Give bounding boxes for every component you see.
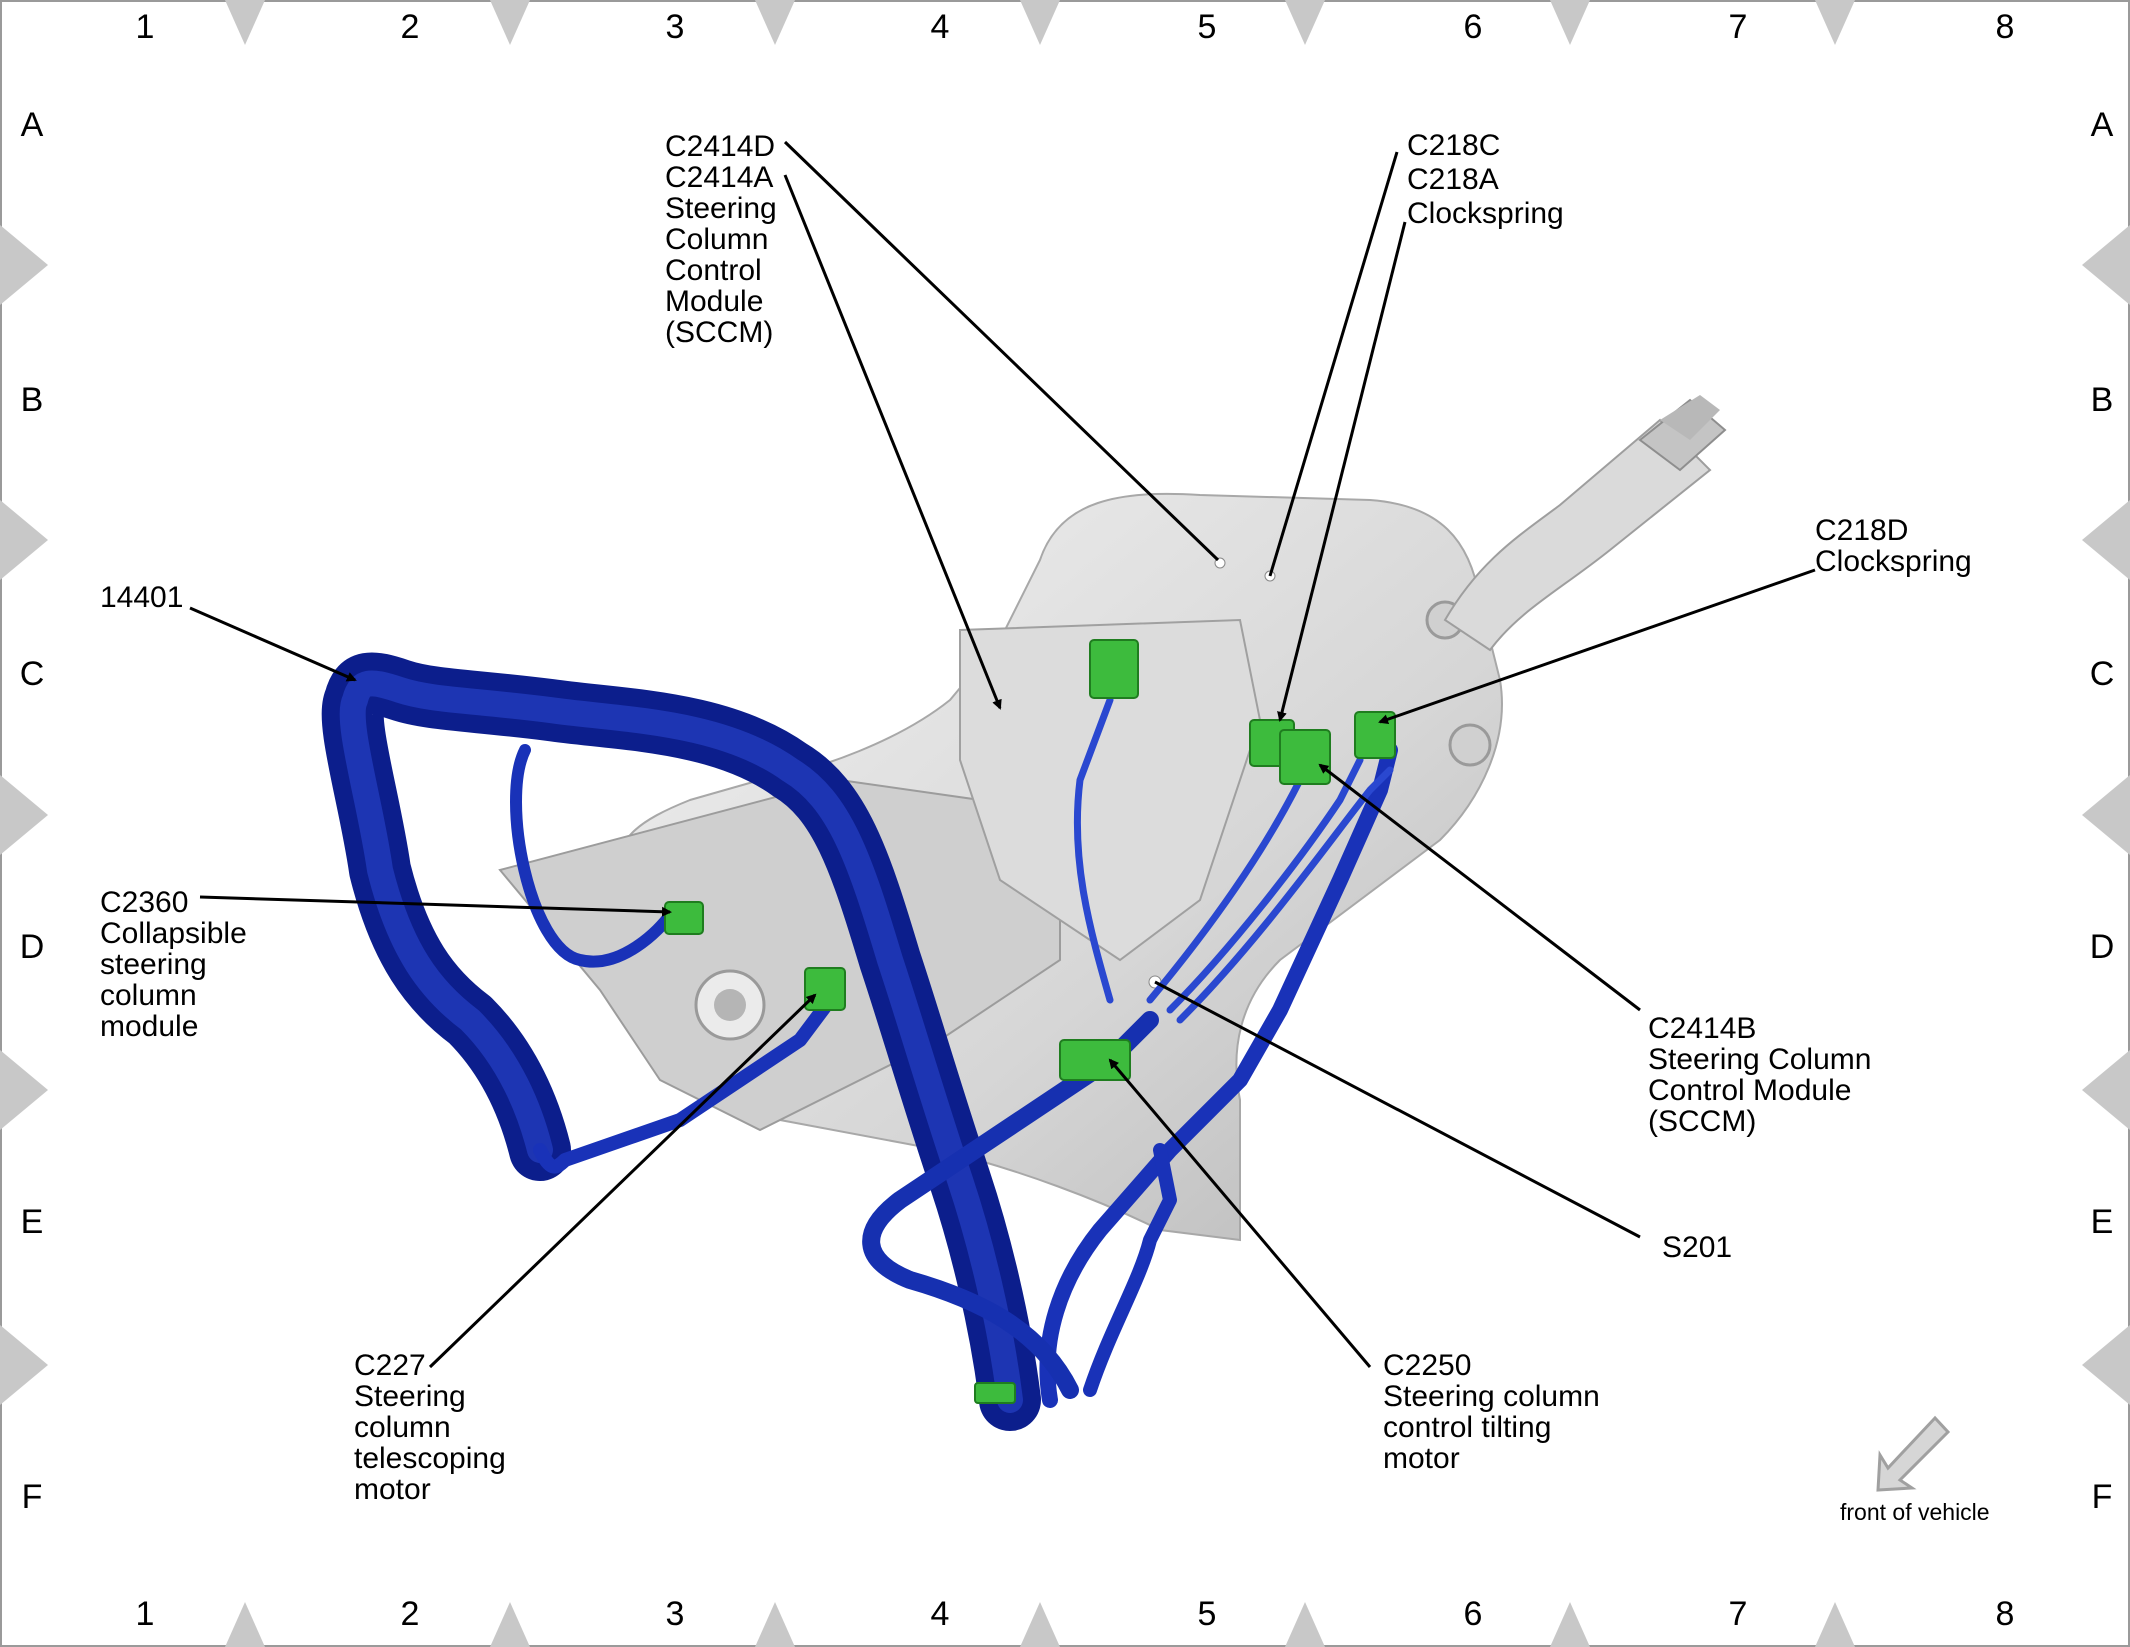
grid-col-7-bottom: 7 xyxy=(1728,1595,1748,1633)
grid-row-a-right: A xyxy=(2090,106,2114,144)
callout-s201: S201 xyxy=(1662,1232,1732,1263)
callout-line: motor xyxy=(354,1473,431,1506)
grid-col-5-bottom: 5 xyxy=(1197,1595,1217,1633)
callout-c2414b: C2414B Steering Column Control Module (S… xyxy=(1648,1013,1871,1137)
callout-line: Column xyxy=(665,223,769,256)
callout-c2360: C2360 Collapsible steering column module xyxy=(100,887,247,1042)
grid-marker-bottom xyxy=(225,1602,265,1647)
grid-row-f-right: F xyxy=(2091,1478,2113,1516)
connector-c227 xyxy=(804,967,846,1011)
callout-line: Clockspring xyxy=(1407,197,1564,230)
grid-col-2-bottom: 2 xyxy=(400,1595,420,1633)
callout-c218c-c218a: C218C C218A Clockspring xyxy=(1407,129,1564,231)
callout-c2250: C2250 Steering column control tilting mo… xyxy=(1383,1350,1600,1474)
callout-line: Module xyxy=(665,285,764,318)
grid-col-7-top: 7 xyxy=(1728,8,1748,46)
callout-line: 14401 xyxy=(100,581,184,614)
grid-row-a-left: A xyxy=(20,106,44,144)
callout-c2414d-c2414a: C2414D C2414A Steering Column Control Mo… xyxy=(665,131,777,348)
callout-line: motor xyxy=(1383,1442,1460,1475)
wiring-harness xyxy=(321,652,1398,1431)
callout-line: Control xyxy=(665,254,762,287)
callout-line: Control Module xyxy=(1648,1074,1852,1107)
callout-line: Steering column xyxy=(1383,1380,1600,1413)
grid-col-4-bottom: 4 xyxy=(930,1595,950,1633)
grid-col-6-bottom: 6 xyxy=(1463,1595,1483,1633)
grid-col-5-top: 5 xyxy=(1197,8,1217,46)
callout-line: steering xyxy=(100,948,207,981)
callout-line: column xyxy=(100,979,197,1012)
callout-line: C218D xyxy=(1815,514,1909,547)
connector-bottom xyxy=(974,1382,1016,1404)
grid-col-3-top: 3 xyxy=(665,8,685,46)
callout-line: (SCCM) xyxy=(1648,1105,1757,1138)
grid-row-b-left: B xyxy=(20,381,44,419)
connector-c2414b xyxy=(1279,729,1331,785)
callout-c218d: C218D Clockspring xyxy=(1815,515,1972,577)
callout-line: Steering xyxy=(354,1380,466,1413)
grid-col-1-top: 1 xyxy=(135,8,155,46)
callout-c227: C227 Steering column telescoping motor xyxy=(354,1350,506,1505)
connector-c2250 xyxy=(1059,1039,1131,1081)
callout-line: (SCCM) xyxy=(665,316,774,349)
grid-col-8-top: 8 xyxy=(1995,8,2015,46)
grid-col-2-top: 2 xyxy=(400,8,420,46)
grid-row-c-right: C xyxy=(2089,655,2115,693)
grid-row-b-right: B xyxy=(2090,381,2114,419)
callout-line: C2414A xyxy=(665,161,774,194)
callout-line: Steering xyxy=(665,192,777,225)
callout-14401: 14401 xyxy=(100,582,183,613)
grid-col-3-bottom: 3 xyxy=(665,1595,685,1633)
grid-row-f-left: F xyxy=(21,1478,43,1516)
front-of-vehicle-label: front of vehicle xyxy=(1840,1499,1990,1525)
callout-line: C2414D xyxy=(665,130,776,163)
stalk-lever xyxy=(1443,395,1727,652)
grid-marker-top xyxy=(225,0,265,45)
callout-line: column xyxy=(354,1411,451,1444)
grid-row-d-right: D xyxy=(2089,928,2115,966)
grid-col-6-top: 6 xyxy=(1463,8,1483,46)
grid-row-d-left: D xyxy=(19,928,45,966)
callout-line: telescoping xyxy=(354,1442,506,1475)
arrow-down-left-icon xyxy=(1876,1415,1951,1492)
grid-row-e-right: E xyxy=(2090,1203,2114,1241)
callout-line: Collapsible xyxy=(100,917,247,950)
callout-line: control tilting xyxy=(1383,1411,1552,1444)
grid-col-4-top: 4 xyxy=(930,8,950,46)
callout-line: module xyxy=(100,1010,199,1043)
callout-line: C2250 xyxy=(1383,1349,1472,1382)
connector-c2414d xyxy=(1089,639,1139,699)
callout-line: Clockspring xyxy=(1815,545,1972,578)
grid-col-1-bottom: 1 xyxy=(135,1595,155,1633)
callout-line: C2360 xyxy=(100,886,189,919)
callout-line: C218C xyxy=(1407,129,1501,162)
connector-c2360 xyxy=(664,901,704,935)
callout-line: C2414B xyxy=(1648,1012,1757,1045)
callout-line: C227 xyxy=(354,1349,426,1382)
grid-row-c-left: C xyxy=(19,655,45,693)
callout-line: Steering Column xyxy=(1648,1043,1872,1076)
callout-line: S201 xyxy=(1662,1231,1733,1264)
callout-line: C218A xyxy=(1407,163,1499,196)
grid-row-e-left: E xyxy=(20,1203,44,1241)
grid-col-8-bottom: 8 xyxy=(1995,1595,2015,1633)
leader-lines xyxy=(189,140,1816,1369)
